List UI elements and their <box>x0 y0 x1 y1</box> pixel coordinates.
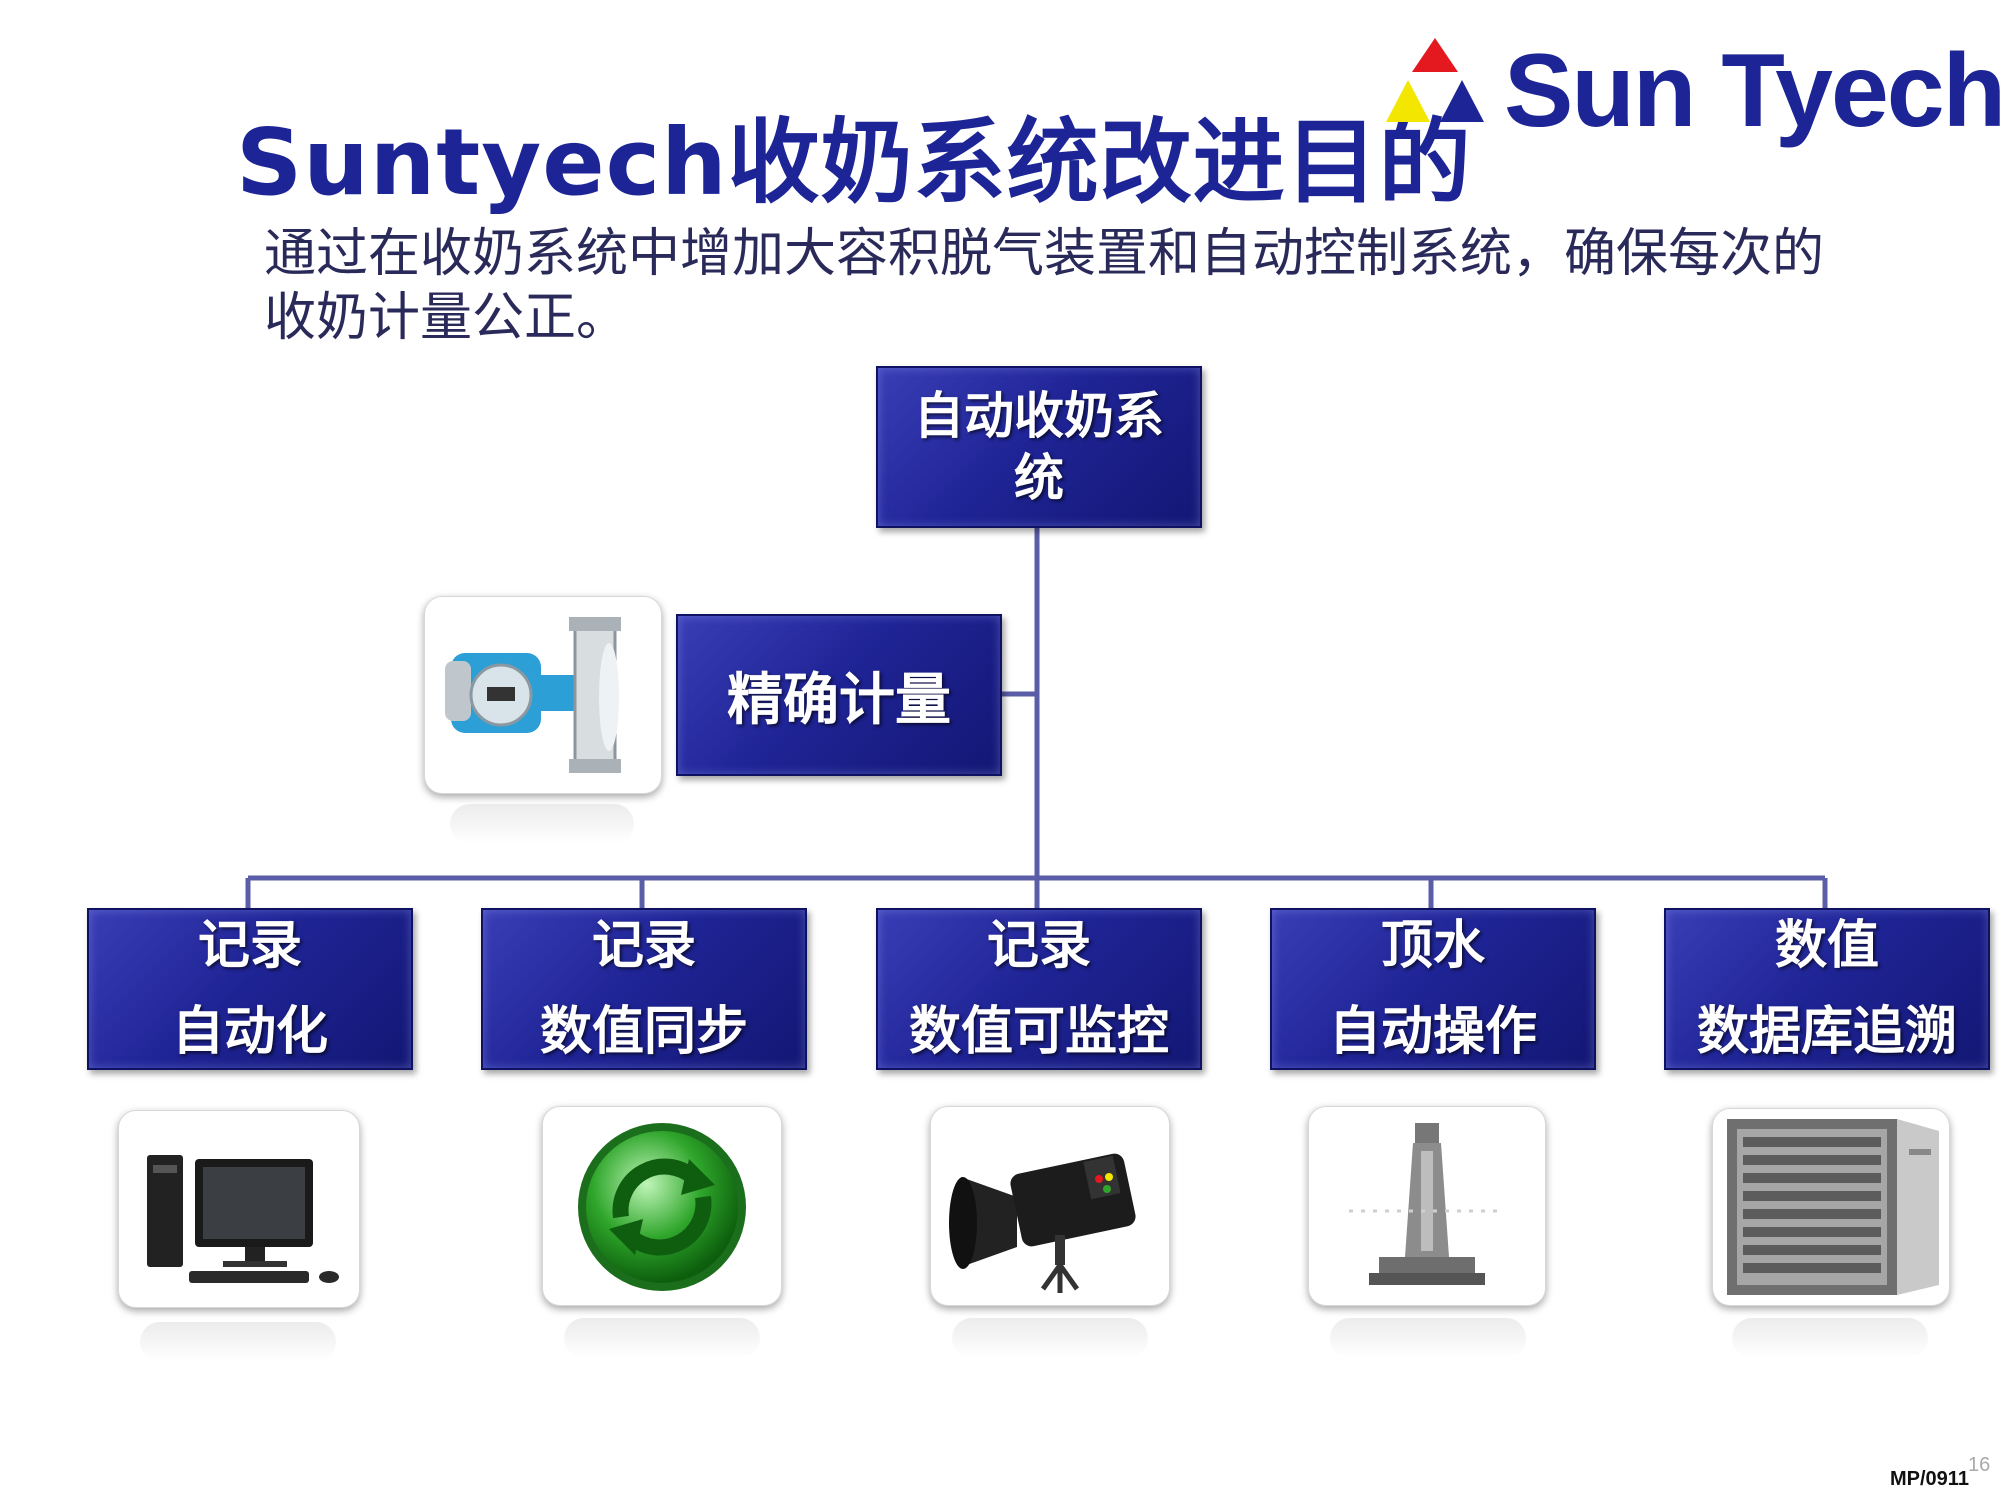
sync-card <box>542 1106 782 1306</box>
leaf-box-water-push-automation: 顶水 自动操作 <box>1270 908 1596 1070</box>
flowmeter-icon <box>445 617 621 773</box>
computer-card <box>118 1110 360 1308</box>
side-box-label: 精确计量 <box>727 667 951 733</box>
sensor-probe-icon <box>1349 1123 1505 1285</box>
probe-reflection <box>1330 1318 1526 1358</box>
page-number: 16 <box>1968 1454 1991 1476</box>
leaf-box-record-sync: 记录 数值同步 <box>481 908 807 1070</box>
leaf-box-record-monitor: 记录 数值可监控 <box>876 908 1202 1070</box>
server-card <box>1712 1108 1950 1306</box>
logo-text: Sun Tyech <box>1504 33 2000 149</box>
subtitle-line-1: 通过在收奶系统中增加大容积脱气装置和自动控制系统，确保每次的 <box>264 224 1825 284</box>
camera-light-reflection <box>952 1318 1148 1358</box>
subtitle: 通过在收奶系统中增加大容积脱气装置和自动控制系统，确保每次的 收奶计量公正。 <box>264 222 1964 350</box>
subtitle-line-2: 收奶计量公正。 <box>264 288 629 348</box>
probe-card <box>1308 1106 1546 1306</box>
camera-light-icon <box>949 1153 1136 1293</box>
side-box-precise-metering: 精确计量 <box>676 614 1002 776</box>
footer-code: MP/0911 <box>1890 1468 1969 1490</box>
root-box-line-2: 统 <box>1014 449 1064 507</box>
server-reflection <box>1732 1318 1928 1358</box>
root-box-automatic-milk-system: 自动收奶系 统 <box>876 366 1202 528</box>
sync-reflection <box>564 1318 760 1358</box>
logo-triangles-icon <box>1386 38 1484 122</box>
flowmeter-card <box>424 596 662 794</box>
leaf-box-line-2: 数据库追溯 <box>1696 1002 1957 1062</box>
flowmeter-reflection <box>450 804 634 844</box>
leaf-box-line-2: 自动化 <box>171 1002 328 1062</box>
leaf-box-line-2: 数值可监控 <box>908 1002 1169 1062</box>
server-rack-icon <box>1727 1119 1939 1295</box>
leaf-box-line-1: 记录 <box>591 916 696 976</box>
leaf-box-record-automation: 记录 自动化 <box>87 908 413 1070</box>
leaf-box-line-1: 记录 <box>986 916 1091 976</box>
page-title: Suntyech收奶系统改进目的 <box>236 109 1472 216</box>
leaf-box-line-1: 数值 <box>1774 916 1879 976</box>
suntyech-logo: Sun Tyech <box>1380 30 2000 149</box>
sync-arrows-icon <box>578 1123 746 1291</box>
leaf-box-line-1: 记录 <box>197 916 302 976</box>
leaf-box-line-2: 数值同步 <box>539 1002 748 1062</box>
leaf-box-line-1: 顶水 <box>1380 916 1485 976</box>
computer-reflection <box>140 1322 336 1362</box>
leaf-box-database-trace: 数值 数据库追溯 <box>1664 908 1990 1070</box>
camera-light-card <box>930 1106 1170 1306</box>
leaf-box-line-2: 自动操作 <box>1328 1002 1537 1062</box>
desktop-computer-icon <box>147 1155 339 1283</box>
root-box-line-1: 自动收奶系 <box>914 387 1164 445</box>
